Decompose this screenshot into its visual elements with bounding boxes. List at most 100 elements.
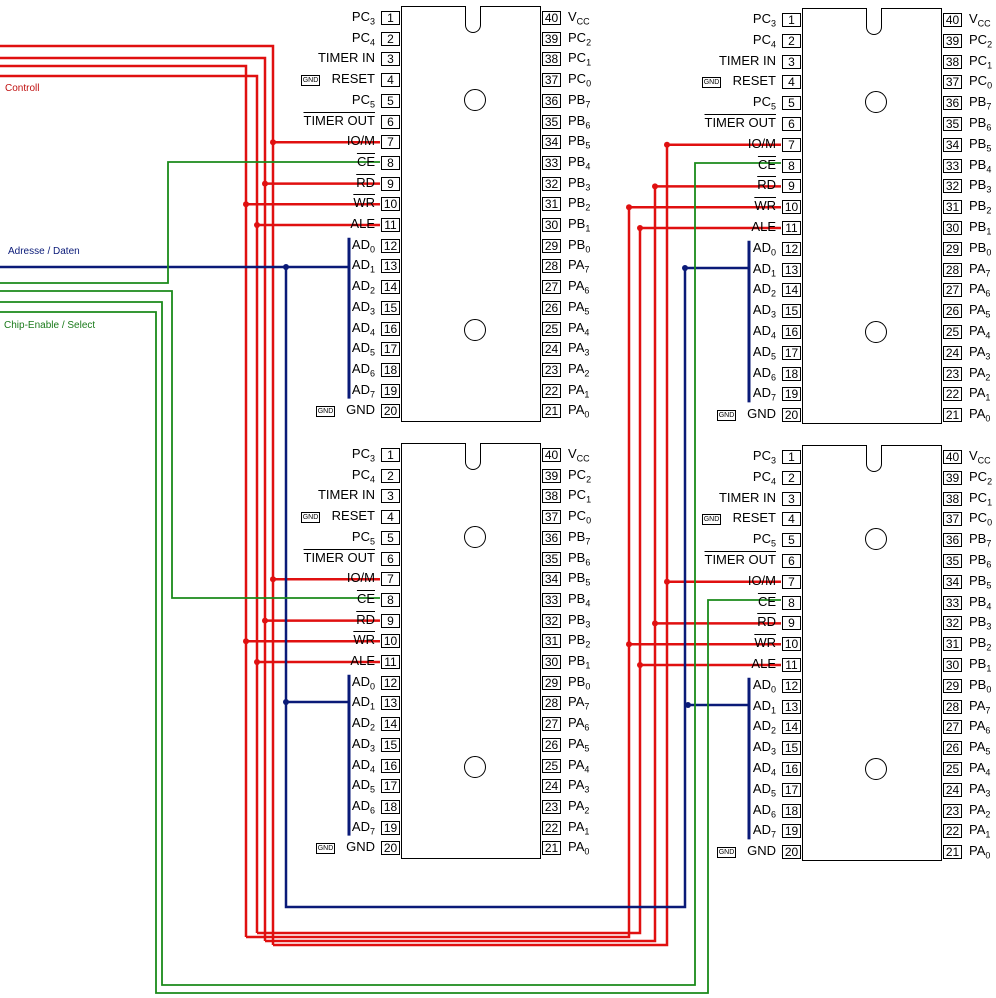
pin-33-number: 33: [542, 155, 561, 170]
pin-2-label: PC4: [752, 468, 776, 487]
pin-1-label: PC3: [752, 11, 776, 29]
pin-22-label: PA1: [568, 381, 590, 400]
pin-28-label: PA7: [568, 694, 590, 712]
pin-5-number: 5: [381, 93, 400, 108]
pin-40-label: VCC: [969, 11, 991, 29]
pin-35-label: PB6: [969, 115, 992, 133]
pin-35-label: PB6: [568, 112, 591, 131]
pin-10-number: 10: [782, 637, 801, 652]
pin-12-number: 12: [381, 675, 400, 690]
pin-22-number: 22: [943, 824, 962, 839]
pin-35-number: 35: [542, 114, 561, 129]
chip-notch: [866, 8, 882, 35]
pin-15-number: 15: [381, 737, 400, 752]
pin-27-number: 27: [943, 720, 962, 735]
pin-20-label: GND: [747, 843, 776, 859]
control-trunk-left: [0, 74, 259, 933]
pin-15-label: AD3: [752, 739, 776, 757]
pin-2-label: PC4: [351, 466, 375, 485]
pin-2-label: PC4: [351, 29, 375, 48]
junction-dot: [652, 620, 658, 627]
pin-27-label: PA6: [568, 278, 590, 296]
pin-19-label: AD7: [351, 818, 375, 837]
pin-24-label: PA3: [568, 340, 590, 358]
pin-19-number: 19: [381, 383, 400, 398]
pin-4-label: RESET: [732, 510, 776, 526]
pin-28-number: 28: [943, 699, 962, 714]
gnd-symbol: GND: [717, 847, 736, 859]
pin-26-label: PA5: [969, 739, 991, 757]
pin-39-number: 39: [943, 33, 962, 48]
pin-13-number: 13: [381, 259, 400, 274]
pin-30-label: PB1: [568, 216, 591, 234]
pin-34-number: 34: [943, 137, 962, 152]
pin-31-number: 31: [943, 637, 962, 652]
pin-6-number: 6: [782, 554, 801, 568]
pin-24-number: 24: [943, 782, 962, 797]
address-bus-trunk: [284, 267, 687, 909]
pin-24-label: PA3: [969, 343, 991, 362]
pin-32-number: 32: [542, 613, 561, 628]
chip-notch: [465, 443, 481, 470]
pin-32-label: PB3: [568, 174, 591, 193]
pin-1-number: 1: [381, 11, 400, 25]
pin-40-number: 40: [542, 448, 561, 462]
junction-dot: [664, 141, 670, 148]
pin-27-number: 27: [943, 283, 962, 298]
pin-20-label: GND: [747, 406, 776, 422]
pin-39-label: PC2: [568, 29, 592, 48]
pin-34-label: PB5: [969, 572, 992, 591]
pin-18-label: AD6: [752, 364, 776, 383]
pin-4-label: RESET: [331, 508, 375, 524]
pin-31-label: PB2: [568, 632, 591, 650]
pin-32-number: 32: [542, 176, 561, 191]
pin-28-number: 28: [542, 696, 561, 711]
pin-6-label: TIMER OUT: [704, 115, 777, 130]
pin-12-number: 12: [782, 241, 801, 256]
pin-6-label: TIMER OUT: [303, 112, 376, 128]
chip-mount-hole: [464, 756, 486, 778]
pin-35-label: PB6: [969, 552, 992, 570]
pin-21-number: 21: [943, 408, 962, 423]
pin-30-label: PB1: [969, 656, 992, 674]
pin-1-number: 1: [782, 13, 801, 27]
pin-17-label: AD5: [752, 343, 776, 362]
pin-31-label: PB2: [969, 198, 992, 216]
pin-19-label: AD7: [752, 822, 776, 840]
junction-dot: [283, 264, 289, 270]
pin-36-number: 36: [542, 530, 561, 545]
junction-dot: [626, 641, 632, 648]
pin-2-number: 2: [782, 470, 801, 485]
pin-16-number: 16: [381, 321, 400, 336]
pin-20-number: 20: [381, 404, 400, 419]
pin-20-label: GND: [346, 402, 375, 418]
pin-26-label: PA5: [568, 735, 590, 754]
pin-37-label: PC0: [568, 71, 592, 89]
pin-38-number: 38: [943, 491, 962, 506]
pin-18-number: 18: [782, 803, 801, 818]
pin-22-label: PA1: [568, 818, 590, 837]
pin-22-number: 22: [542, 820, 561, 835]
gnd-symbol: GND: [301, 75, 320, 87]
gnd-symbol: GND: [702, 514, 721, 526]
pin-40-number: 40: [943, 13, 962, 27]
pin-26-number: 26: [943, 304, 962, 319]
pin-19-label: AD7: [351, 381, 375, 400]
pin-37-number: 37: [542, 73, 561, 88]
pin-4-label: RESET: [732, 73, 776, 89]
pin-7-label: IO/M: [747, 135, 776, 151]
pin-30-label: PB1: [568, 653, 591, 671]
pin-33-label: PB4: [969, 156, 992, 175]
pin-33-label: PB4: [568, 590, 591, 609]
pin-29-label: PB0: [568, 236, 591, 255]
pin-31-number: 31: [542, 634, 561, 649]
pin-5-label: PC5: [351, 528, 375, 547]
pin-26-label: PA5: [969, 302, 991, 320]
pin-7-number: 7: [782, 137, 801, 152]
pin-22-number: 22: [542, 383, 561, 398]
pin-37-number: 37: [943, 512, 962, 527]
pin-13-label: AD1: [351, 257, 375, 275]
pin-29-label: PB0: [568, 673, 591, 692]
pin-17-label: AD5: [752, 780, 776, 799]
chip-body: [802, 8, 942, 424]
